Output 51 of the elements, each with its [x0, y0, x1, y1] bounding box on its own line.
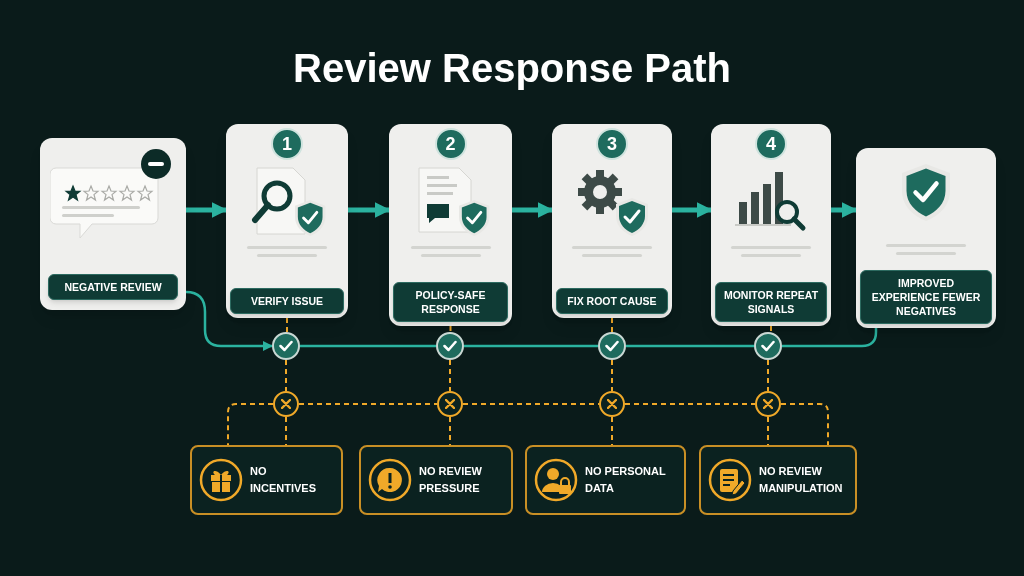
connector-line — [298, 403, 438, 405]
connector-line — [449, 416, 451, 446]
connector-line — [611, 317, 613, 333]
guardrail-card — [190, 445, 343, 515]
step-label: NEGATIVE REVIEW — [48, 274, 178, 300]
guardrail-text: NO REVIEW MANIPULATION — [759, 464, 844, 496]
connector-line — [767, 416, 769, 446]
connector-line — [780, 403, 829, 446]
connector-line — [626, 344, 754, 348]
connector-line — [611, 359, 613, 392]
arrow — [185, 290, 273, 351]
connector-line — [300, 344, 436, 348]
connector-line — [770, 325, 772, 333]
step-label: FIX ROOT CAUSE — [556, 288, 668, 314]
connector-line — [285, 359, 287, 392]
arrow — [186, 202, 228, 218]
connector-line — [611, 416, 613, 446]
arrow — [672, 202, 713, 218]
step-card — [226, 124, 348, 318]
step-number-badge: 4 — [755, 128, 787, 160]
guardrail-card — [359, 445, 513, 515]
review-card — [40, 138, 186, 310]
step-label: MONITOR REPEAT SIGNALS — [715, 282, 827, 322]
step-label: POLICY-SAFE RESPONSE — [393, 282, 508, 322]
connector-line — [449, 359, 451, 392]
guardrail-text: NO PERSONAL DATA — [585, 464, 667, 496]
step-label: VERIFY ISSUE — [230, 288, 344, 314]
step-card — [389, 124, 512, 326]
step-number-badge: 1 — [271, 128, 303, 160]
step-label: IMPROVED EXPERIENCE FEWER NEGATIVES — [860, 270, 992, 324]
connector-line — [286, 317, 288, 333]
connector-line — [464, 344, 598, 348]
arrow — [512, 202, 554, 218]
step-number-badge: 3 — [596, 128, 628, 160]
connector-line — [227, 403, 274, 446]
arrow — [348, 202, 391, 218]
step-card — [552, 124, 672, 318]
step-number-badge: 2 — [434, 128, 467, 160]
title: Review Response Path — [292, 45, 732, 92]
guardrail-card — [699, 445, 857, 515]
connector-line — [285, 416, 287, 446]
guardrail-text: NO INCENTIVES — [250, 464, 317, 496]
connector-line — [782, 328, 878, 348]
outcome-card — [856, 148, 996, 328]
arrow — [831, 202, 858, 218]
guardrail-text: NO REVIEW PRESSURE — [419, 464, 483, 496]
step-card — [711, 124, 831, 326]
connector-line — [449, 325, 452, 333]
guardrail-card — [525, 445, 686, 515]
connector-line — [624, 403, 756, 405]
connector-line — [767, 359, 769, 392]
